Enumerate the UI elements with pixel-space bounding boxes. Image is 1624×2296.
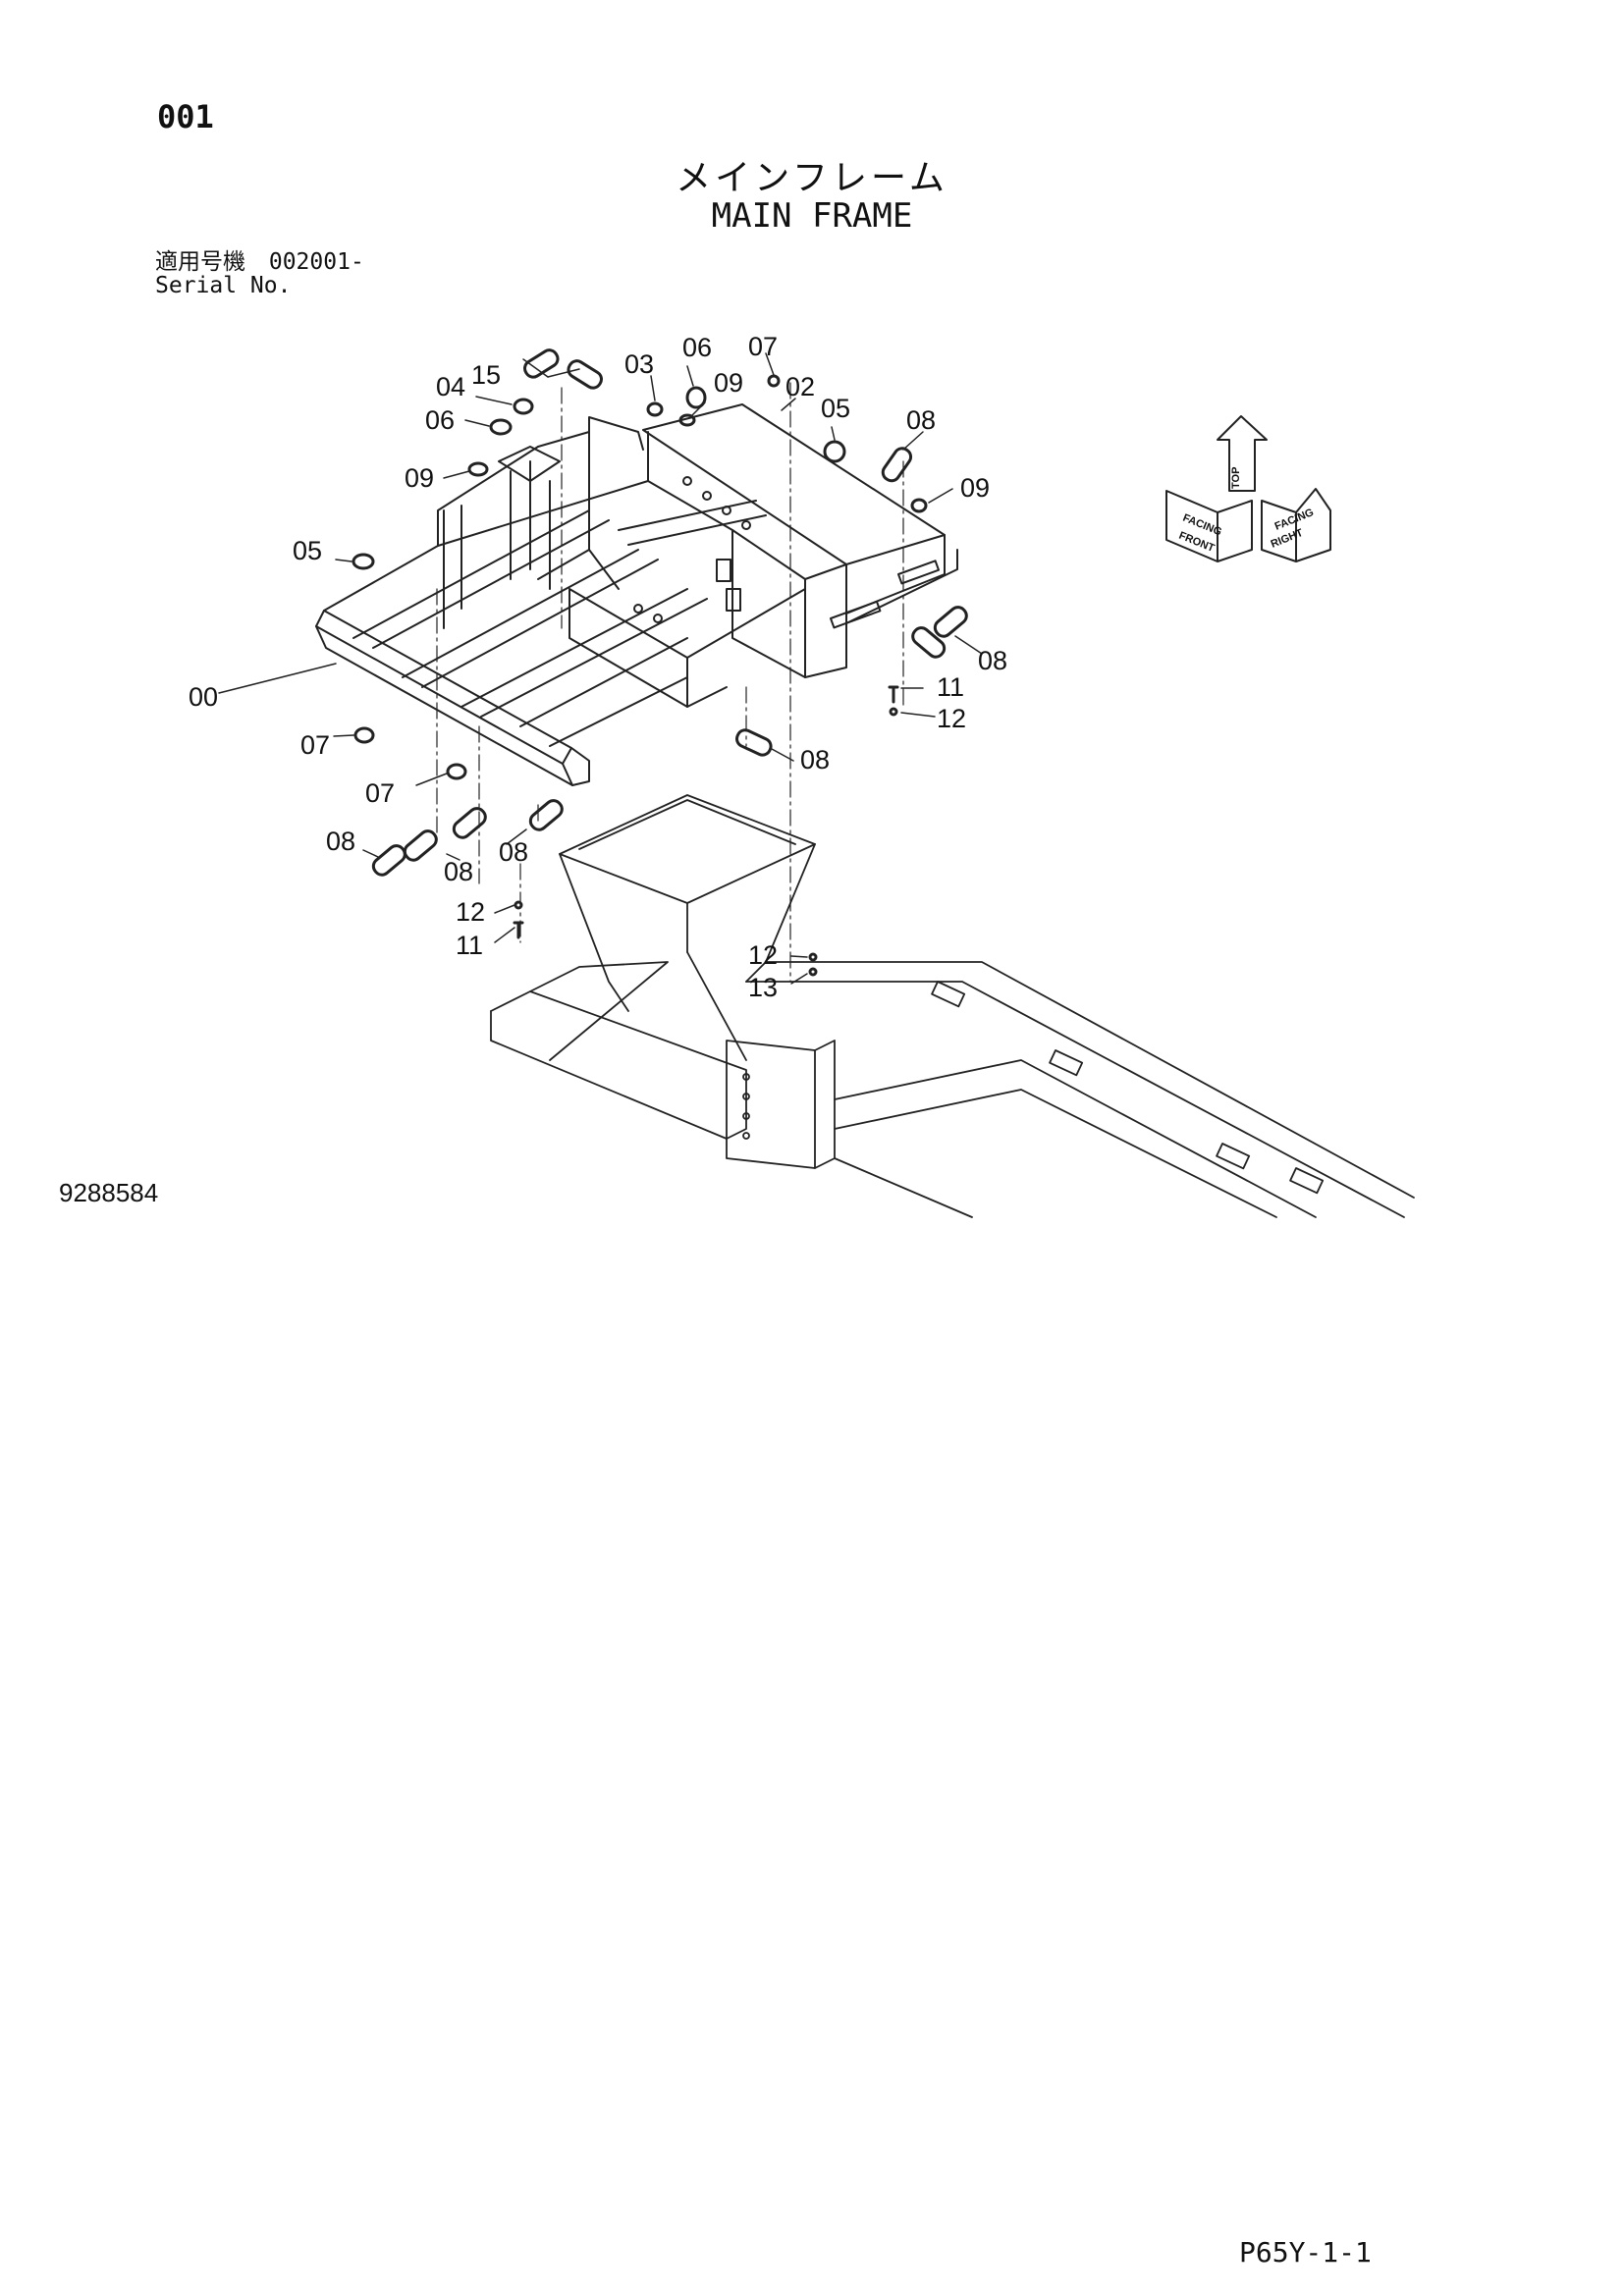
- callout-05: 05: [293, 536, 322, 565]
- callout-07: 07: [365, 778, 395, 808]
- callout-13: 13: [748, 973, 778, 1002]
- callout-09: 09: [714, 368, 743, 398]
- direction-indicator: FACING FRONT TOP FACING RIGHT: [1165, 415, 1331, 562]
- callout-08: 08: [906, 405, 936, 435]
- serial-block: 適用号機 002001- Serial No.: [155, 250, 364, 297]
- callout-06: 06: [425, 405, 455, 435]
- callout-04: 04: [436, 372, 465, 401]
- seal-parts: [352, 348, 968, 977]
- callout-08: 08: [499, 837, 528, 867]
- serial-value: 002001-: [268, 249, 364, 275]
- callout-07: 07: [300, 730, 330, 760]
- direction-top-label: TOP: [1230, 467, 1242, 489]
- page-title-japanese: メインフレーム: [676, 158, 948, 198]
- callout-03: 03: [624, 349, 654, 379]
- callout-07: 07: [748, 332, 778, 361]
- callout-08: 08: [444, 857, 473, 886]
- callout-12: 12: [456, 897, 485, 927]
- callout-11: 11: [937, 672, 964, 702]
- callout-11: 11: [456, 931, 483, 960]
- serial-label-english: Serial No.: [155, 273, 292, 298]
- serial-label-japanese: 適用号機: [155, 249, 245, 275]
- document-number: 9288584: [59, 1178, 159, 1207]
- callout-09: 09: [960, 473, 990, 503]
- callout-09: 09: [405, 463, 434, 493]
- callout-12: 12: [937, 704, 966, 733]
- page-title-english: MAIN FRAME: [711, 196, 913, 236]
- callout-labels: 15 04 06 09 05 00 07 07 03 06 09 07 02 0…: [189, 332, 1007, 1002]
- direction-right-label: RIGHT: [1270, 527, 1305, 551]
- page-number: 001: [157, 98, 214, 135]
- callout-08: 08: [978, 646, 1007, 675]
- callout-02: 02: [785, 372, 815, 401]
- callout-05: 05: [821, 394, 850, 423]
- main-frame-drawing: [315, 403, 958, 786]
- callout-08: 08: [326, 827, 355, 856]
- callout-15: 15: [471, 360, 501, 390]
- page-reference: P65Y-1-1: [1239, 2236, 1372, 2269]
- callout-12: 12: [748, 940, 778, 970]
- lower-frame-drawing: [490, 794, 1415, 1218]
- callout-06: 06: [682, 333, 712, 362]
- callout-00: 00: [189, 682, 218, 712]
- callout-08: 08: [800, 745, 830, 774]
- callout-leaders: [218, 352, 983, 985]
